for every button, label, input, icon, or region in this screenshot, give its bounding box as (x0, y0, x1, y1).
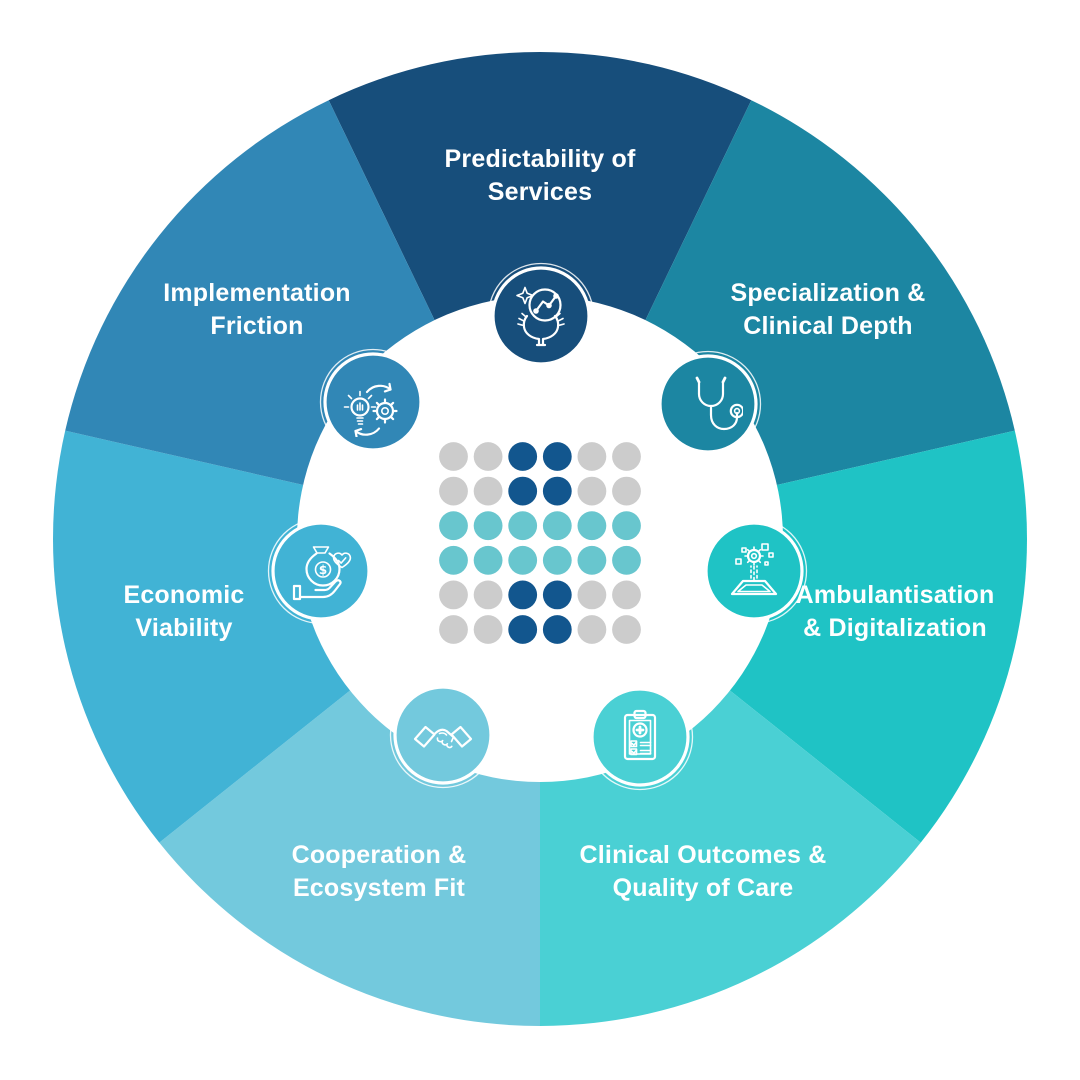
center-dot (542, 580, 572, 610)
center-dot (577, 615, 607, 644)
center-dot (577, 442, 607, 471)
center-dot (612, 511, 641, 541)
center-dot (439, 580, 468, 610)
center-dot (612, 545, 641, 575)
center-dot (508, 511, 538, 541)
stethoscope-icon (695, 376, 743, 431)
label-implementation-friction: Implementation Friction (163, 279, 351, 340)
icon-badge-implementation (319, 348, 427, 456)
label-cooperation-ecosystem-fit: Cooperation & Ecosystem Fit (291, 841, 467, 902)
center-dot (473, 615, 503, 644)
center-dot (508, 580, 538, 610)
center-dot (439, 511, 468, 541)
digitalization-icon (730, 543, 778, 596)
center-dot (577, 476, 607, 506)
center-dot (612, 476, 641, 506)
center-dot (473, 580, 503, 610)
svg-text:$: $ (319, 563, 327, 577)
center-dot (612, 615, 641, 644)
label-predictability-of-services: Predictability of Services (444, 145, 636, 206)
center-dot (439, 615, 468, 644)
center-dot (577, 511, 607, 541)
icon-badge-ambulantisation (700, 517, 808, 625)
center-dot (473, 476, 503, 506)
center-dot (439, 442, 468, 471)
handshake-icon (413, 725, 473, 749)
center-dot (577, 580, 607, 610)
center-dot (473, 545, 503, 575)
center-dot (542, 511, 572, 541)
center-dot (612, 442, 641, 471)
center-dot (508, 615, 538, 644)
center-dot (473, 442, 503, 471)
center-dot (542, 545, 572, 575)
label-ambulantisation-digitalization: Ambulantisation & Digitalization (795, 581, 995, 642)
label-specialization-clinical-depth: Specialization & Clinical Depth (730, 279, 926, 340)
icon-badge-cooperation (389, 681, 497, 789)
icon-badge-specialization (654, 350, 762, 458)
center-dot (508, 476, 538, 506)
icon-badge-economic: $ (267, 517, 375, 625)
label-clinical-outcomes-quality: Clinical Outcomes & Quality of Care (579, 841, 827, 902)
center-dot (612, 580, 641, 610)
center-dot (473, 511, 503, 541)
center-dot-grid (439, 442, 641, 644)
center-dot (508, 545, 538, 575)
center-dot (439, 545, 468, 575)
hands-chart-icon (516, 286, 565, 347)
clipboard-check-icon (623, 709, 657, 761)
center-dot (542, 476, 572, 506)
icon-badge-clinical-outcomes (586, 683, 694, 791)
center-dot (577, 545, 607, 575)
center-dot (439, 476, 468, 506)
center-dot (508, 442, 538, 471)
center-dot (542, 442, 572, 471)
label-economic-viability: Economic Viability (123, 581, 245, 642)
center-dot (542, 615, 572, 644)
bulb-gear-cycle-icon (343, 382, 398, 437)
icon-badge-predictability (487, 262, 595, 370)
money-hand-icon: $ (292, 546, 352, 601)
